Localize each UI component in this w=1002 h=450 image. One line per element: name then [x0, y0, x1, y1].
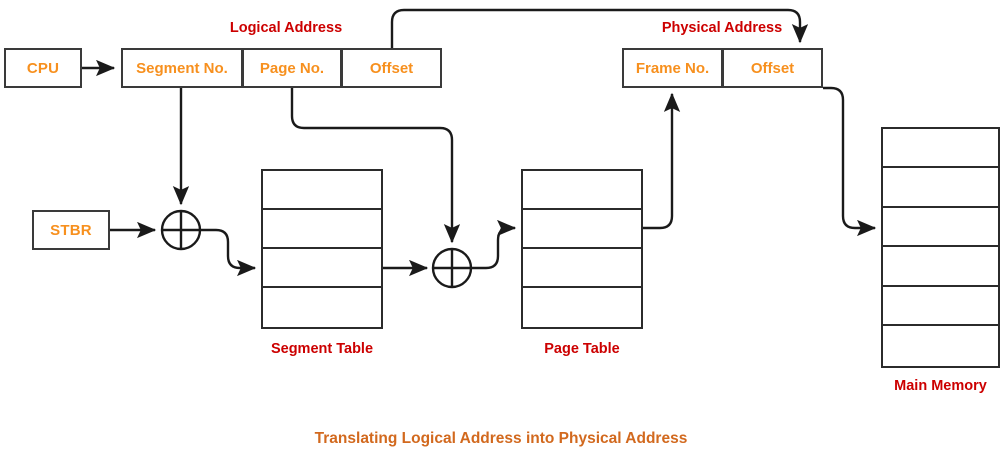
physical-address-label: Physical Address — [661, 20, 783, 36]
logical-field-page-no: Page No. — [242, 48, 342, 88]
logical-field-offset-label: Offset — [369, 59, 414, 77]
stbr-box: STBR — [32, 210, 110, 250]
logical-field-segment-no-label: Segment No. — [136, 59, 228, 77]
main-memory-row — [883, 326, 998, 365]
segment-table-row — [263, 288, 381, 327]
wire-adder-to-segment-table — [200, 228, 257, 277]
page-table-row — [523, 171, 641, 210]
main-memory-label: Main Memory — [894, 378, 987, 394]
main-memory-row — [883, 208, 998, 248]
wire-physical-address-to-main-memory — [823, 86, 877, 237]
segment-table-label: Segment Table — [270, 341, 374, 357]
physical-field-frame-no-label: Frame No. — [635, 59, 710, 77]
page-table-row — [523, 210, 641, 249]
segment-table-row — [263, 210, 381, 249]
diagram-caption: Translating Logical Address into Physica… — [314, 430, 688, 447]
cpu-label: CPU — [26, 59, 60, 77]
logical-field-segment-no: Segment No. — [121, 48, 243, 88]
wire-page-table-to-frame-no — [643, 92, 681, 230]
main-memory-table — [881, 127, 1000, 368]
page-table-adder-circle — [431, 247, 473, 289]
page-table-row — [523, 249, 641, 288]
logical-field-offset: Offset — [341, 48, 442, 88]
main-memory-row — [883, 168, 998, 208]
page-table-adder-cross — [433, 249, 471, 287]
segment-table — [261, 169, 383, 329]
page-table-label: Page Table — [544, 341, 620, 357]
wire-adder-to-page-table — [471, 219, 517, 270]
logical-address-label: Logical Address — [229, 20, 343, 36]
cpu-box: CPU — [4, 48, 82, 88]
main-memory-row — [883, 287, 998, 327]
segment-table-row — [263, 171, 381, 210]
physical-field-offset: Offset — [722, 48, 823, 88]
physical-field-offset-label: Offset — [750, 59, 795, 77]
segment-table-row — [263, 249, 381, 288]
main-memory-row — [883, 129, 998, 169]
page-table — [521, 169, 643, 329]
physical-field-frame-no: Frame No. — [622, 48, 723, 88]
main-memory-row — [883, 247, 998, 287]
stbr-label: STBR — [50, 221, 92, 239]
segment-table-adder-circle — [160, 209, 202, 251]
logical-field-page-no-label: Page No. — [259, 59, 325, 77]
page-table-row — [523, 288, 641, 327]
segment-table-adder-cross — [162, 211, 200, 249]
